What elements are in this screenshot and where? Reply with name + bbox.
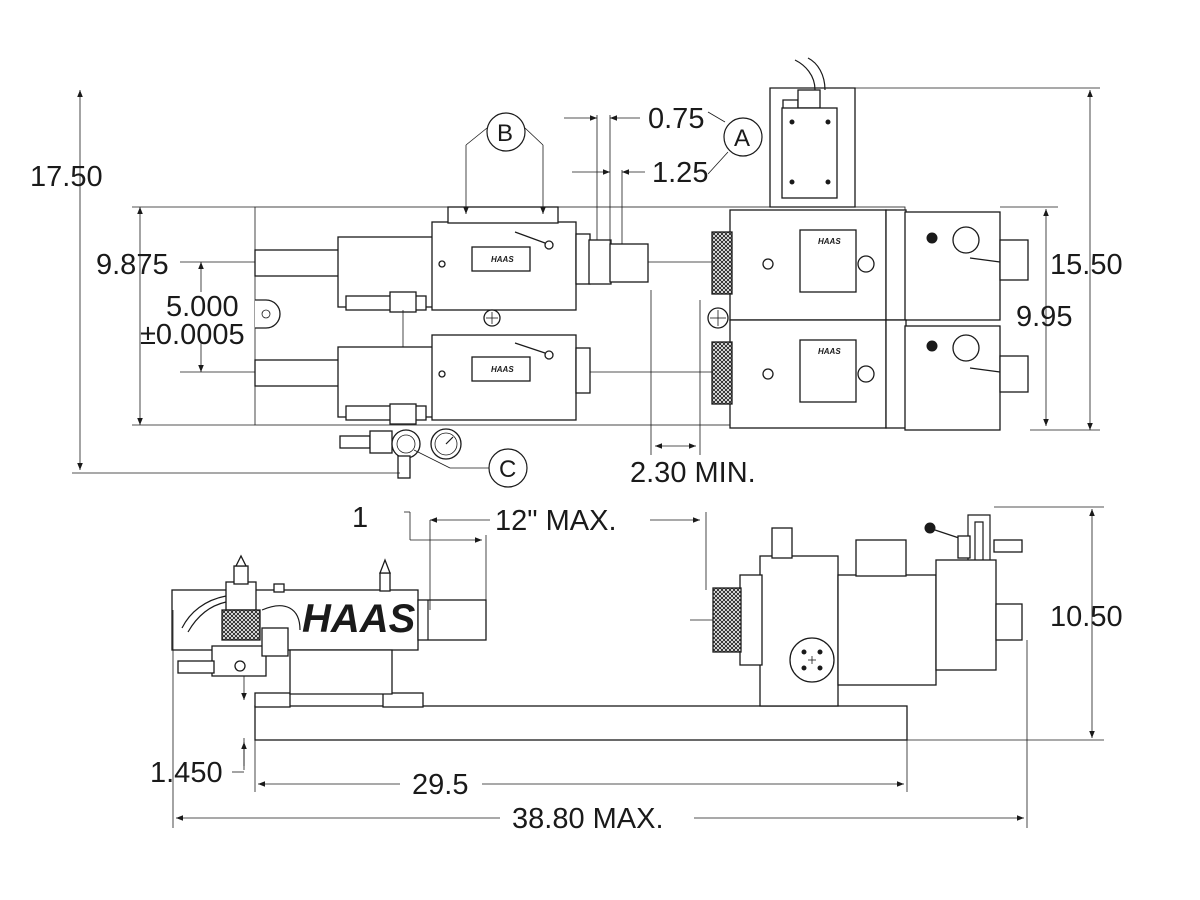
dim-overall-length: 38.80 MAX. — [512, 803, 664, 835]
dim-center-tolerance: ±0.0005 — [140, 319, 245, 351]
side-valve-assembly — [177, 554, 301, 700]
dim-max-travel: 12" MAX. — [495, 505, 617, 537]
callout-b-circle — [486, 112, 526, 152]
upper-head-nameplate — [799, 229, 857, 293]
upper-nameplate-logo: HAAS — [491, 255, 514, 264]
callout-b: B — [497, 120, 513, 147]
lower-rotary-head: HAAS — [711, 319, 1029, 431]
dim-min-clearance: 2.30 MIN. — [630, 457, 756, 489]
upper-tailstock: HAAS — [254, 206, 649, 313]
lower-head-logo: HAAS — [818, 347, 841, 356]
dim-overall-height-top: 17.50 — [30, 161, 103, 193]
side-rotary-head — [712, 514, 1023, 707]
lower-head-nameplate — [799, 339, 857, 403]
dim-spindle-offset: 1.450 — [150, 757, 223, 789]
dim-unit-height: 9.875 — [96, 249, 169, 281]
dim-center-distance: 5.000 — [166, 291, 239, 323]
side-view: HAAS — [150, 502, 1123, 835]
lower-nameplate — [471, 356, 531, 382]
dim-base-length: 29.5 — [412, 769, 468, 801]
dim-side-height: 10.50 — [1050, 601, 1123, 633]
callout-a: A — [734, 125, 750, 152]
dim-a-inner: 0.75 — [648, 103, 704, 135]
note-1: 1 — [352, 502, 368, 534]
upper-head-logo: HAAS — [818, 237, 841, 246]
pressure-regulator — [339, 428, 462, 479]
side-base-plate — [254, 705, 908, 741]
mounting-lug-left — [255, 299, 281, 329]
side-logo: HAAS — [302, 597, 416, 641]
lower-tailstock: HAAS — [254, 334, 591, 425]
upper-nameplate — [471, 246, 531, 272]
dim-width-right: 15.50 — [1050, 249, 1123, 281]
top-view: HAAS HAAS — [30, 57, 1123, 489]
dim-a-outer: 1.25 — [652, 157, 708, 189]
upper-rotary-head: HAAS — [711, 57, 1029, 321]
callout-a-circle — [723, 117, 763, 157]
callout-c: C — [499, 456, 516, 483]
dim-width-right-inner: 9.95 — [1016, 301, 1072, 333]
lower-nameplate-logo: HAAS — [491, 365, 514, 374]
